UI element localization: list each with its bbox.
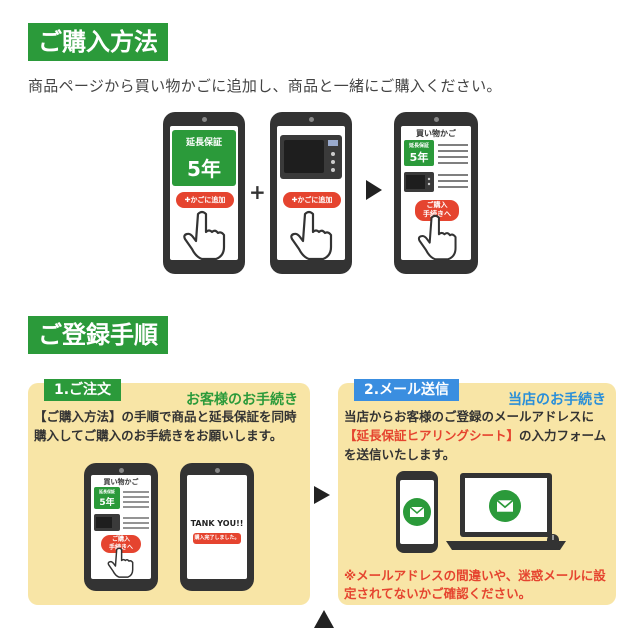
thank-you-text: TANK YOU!!: [190, 519, 244, 528]
cart-warranty-small-label: 延長保証: [408, 143, 429, 149]
checkout-label-1: ご購入: [111, 536, 130, 543]
phone-product: ✚かごに追加: [270, 112, 352, 274]
add-to-cart-button[interactable]: ✚かごに追加: [176, 192, 234, 208]
add-to-cart-label: かごに追加: [190, 196, 226, 204]
text-lines-icon: [438, 144, 468, 164]
step2-phone: [396, 471, 438, 553]
cart-warranty-years: 5年: [99, 498, 115, 508]
step1-cart-phone: 買い物かご 延長保証 5年 ご購入 手続きへ: [84, 463, 158, 591]
arrow-up-icon: [314, 610, 334, 628]
checkout-label-2: 手続きへ: [108, 544, 133, 551]
step2-text-a: 当店からお客様のご登録のメールアドレスに: [344, 409, 595, 424]
mail-icon: [403, 498, 431, 526]
checkout-label-1: ご購入: [426, 201, 448, 209]
pointing-hand-icon: [290, 210, 333, 260]
add-to-cart-label: かごに追加: [297, 196, 333, 204]
mail-icon: [489, 490, 521, 522]
mouse-icon: [547, 534, 559, 550]
purchase-complete-label: 購入完了しました。: [193, 533, 241, 544]
step1-badge: 1.ご注文: [44, 379, 122, 401]
phone-screen: TANK YOU!! 購入完了しました。: [187, 475, 247, 579]
step2-warning: ※メールアドレスの間違いや、迷惑メールに設定されてないかご確認ください。: [344, 568, 606, 601]
pointing-hand-icon: [107, 547, 134, 578]
warranty-badge-title: 延長保証: [185, 138, 222, 148]
cart-warranty-years: 5年: [409, 151, 429, 164]
step2-badge: 2.メール送信: [354, 379, 460, 401]
checkout-label-2: 手続きへ: [423, 210, 451, 218]
phone-warranty: 延長保証 5年 ✚かごに追加: [163, 112, 245, 274]
warranty-badge: 延長保証 5年: [172, 130, 236, 186]
text-lines-icon: [438, 174, 468, 188]
phone-screen: 延長保証 5年 ✚かごに追加: [170, 126, 238, 260]
step1-owner-label: お客様のお手続き: [186, 392, 298, 408]
cart-title: 買い物かご: [416, 129, 456, 138]
phone-screen: ✚かごに追加: [277, 126, 345, 260]
warranty-badge-years: 5年: [187, 157, 221, 181]
add-to-cart-button[interactable]: ✚かごに追加: [283, 192, 341, 208]
phone-speaker: [215, 468, 220, 473]
step2-text-b: の入力フォームを送信いたします。: [344, 428, 607, 462]
step1-thanks-phone: TANK YOU!! 購入完了しました。: [180, 463, 254, 591]
purchase-section-title: ご購入方法: [28, 23, 168, 61]
arrow-right-icon: [366, 180, 382, 200]
plus-icon: ✚: [184, 196, 191, 204]
plus-sign: +: [249, 180, 266, 204]
step2-text: 当店からお客様のご登録のメールアドレスに【延長保証ヒアリングシート】の入力フォー…: [344, 407, 612, 464]
cart-microwave-thumb-icon: [404, 172, 434, 192]
cart-title: 買い物かご: [103, 478, 139, 486]
phone-speaker: [434, 117, 439, 122]
text-lines-icon: [123, 491, 149, 508]
phone-cart: 買い物かご 延長保証 5年 ご購入 手続きへ: [394, 112, 478, 274]
phone-speaker: [202, 117, 207, 122]
arrow-right-icon: [314, 486, 330, 504]
cart-warranty-small-label: 延長保証: [99, 489, 115, 494]
pointing-hand-icon: [417, 214, 457, 260]
phone-screen: [400, 480, 434, 544]
phone-speaker: [309, 117, 314, 122]
step2-card: 2.メール送信 当店のお手続き 当店からお客様のご登録のメールアドレスに【延長保…: [338, 379, 616, 605]
cart-microwave-thumb-icon: [94, 514, 120, 531]
pointing-hand-icon: [183, 210, 226, 260]
phone-screen: 買い物かご 延長保証 5年 ご購入 手続きへ: [91, 475, 151, 579]
phone-speaker: [119, 468, 124, 473]
checkout-button[interactable]: ご購入 手続きへ: [101, 535, 141, 553]
registration-section-title: ご登録手順: [28, 316, 168, 354]
step2-owner-label: 当店のお手続き: [508, 392, 606, 408]
plus-icon: ✚: [291, 196, 298, 204]
step1-text: 【ご購入方法】の手順で商品と延長保証を同時購入してご購入のお手続きをお願いします…: [34, 409, 297, 443]
cart-warranty-thumb: 延長保証 5年: [404, 140, 434, 166]
step2-text-highlight: 【延長保証ヒアリングシート】: [344, 428, 520, 443]
checkout-button[interactable]: ご購入 手続きへ: [415, 200, 459, 221]
purchase-intro-text: 商品ページから買い物かごに追加し、商品と一緒にご購入ください。: [28, 77, 502, 95]
microwave-icon: [280, 135, 342, 179]
step1-card: 1.ご注文 お客様のお手続き 【ご購入方法】の手順で商品と延長保証を同時購入して…: [28, 379, 310, 605]
phone-screen: 買い物かご 延長保証 5年 ご購入 手続きへ: [401, 126, 471, 260]
cart-warranty-thumb: 延長保証 5年: [94, 487, 120, 509]
text-lines-icon: [123, 517, 149, 529]
